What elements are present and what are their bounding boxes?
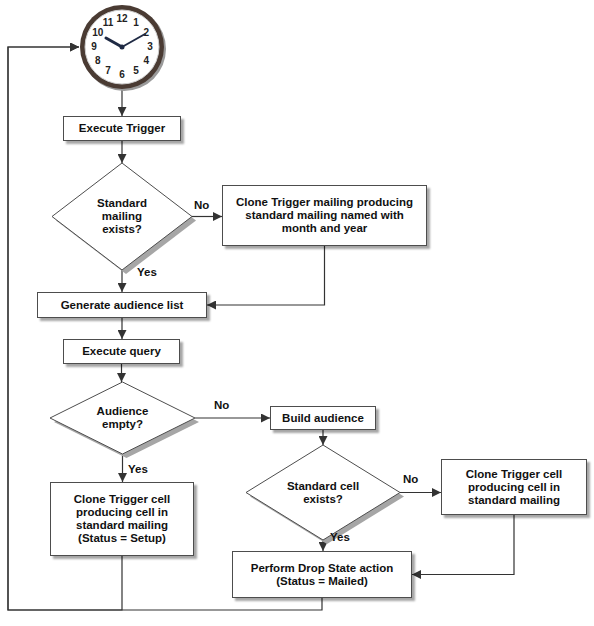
clock-number: 3 [147, 42, 153, 52]
clock-number: 4 [143, 56, 149, 66]
text-area: Clone Trigger cell producing cell in sta… [442, 460, 586, 514]
flow-arrow [322, 430, 323, 445]
clock-number: 7 [105, 66, 111, 76]
node-text: Clone Trigger cell producing cell in sta… [448, 468, 580, 507]
clock-number: 11 [103, 18, 114, 28]
text-area: Clone Trigger cell producing cell in sta… [51, 483, 193, 555]
decision-diamond: Standard mailing exists? [52, 163, 192, 270]
clock-number: 12 [116, 14, 127, 24]
node-text: Standard cell exists? [283, 480, 363, 506]
hour-hand [106, 38, 122, 47]
clock-number: 9 [91, 42, 97, 52]
text-area: Standard cell exists? [246, 445, 400, 540]
flow-arrow [121, 270, 122, 292]
diamond-shape [52, 163, 192, 270]
node-text: Generate audience list [61, 299, 184, 312]
text-area: Clone Trigger mailing producing standard… [223, 186, 426, 245]
node-text: Standard mailing exists? [82, 197, 162, 236]
edge-label: No [194, 199, 209, 212]
edge-label: No [403, 473, 418, 486]
process-box: Execute query [63, 339, 180, 364]
edge-label: Yes [137, 266, 157, 279]
flow-arrow [121, 141, 122, 163]
edge-label: Yes [128, 463, 148, 476]
node-text: Build audience [282, 412, 364, 425]
node-text: Audience empty? [88, 405, 158, 431]
node-text: Execute Trigger [79, 122, 165, 135]
flow-arrow [122, 454, 123, 482]
flow-arrow [121, 318, 122, 339]
process-box: Generate audience list [37, 292, 207, 318]
flow-arrow [121, 90, 122, 116]
clock-face [85, 10, 159, 84]
decision-diamond: Audience empty? [50, 382, 195, 454]
clock-number: 6 [119, 70, 125, 80]
flow-arrow [8, 47, 322, 610]
edge-label: Yes [330, 531, 350, 544]
clock-number: 1 [133, 18, 139, 28]
flow-arrow [207, 246, 325, 305]
edge-label: No [214, 399, 229, 412]
text-area: Generate audience list [38, 293, 206, 317]
flow-arrow [412, 515, 514, 575]
process-box: Build audience [270, 406, 376, 430]
process-box: Perform Drop State action (Status = Mail… [232, 551, 412, 598]
clock-icon: 12 12 3 45678 9 1011 [79, 4, 165, 90]
diamond-shape [50, 382, 195, 454]
clock-number: 5 [133, 66, 139, 76]
diamond-shape [246, 445, 400, 540]
text-area: Audience empty? [50, 382, 195, 454]
text-area: Build audience [271, 407, 375, 429]
text-area: Execute Trigger [64, 117, 180, 140]
process-box: Execute Trigger [63, 116, 181, 141]
text-area: Execute query [64, 340, 179, 363]
node-text: Clone Trigger mailing producing standard… [236, 196, 414, 235]
flow-arrow [195, 417, 270, 418]
clock-number: 10 [92, 28, 103, 38]
clock-bezel [80, 5, 164, 89]
text-area: Standard mailing exists? [52, 163, 192, 270]
flow-arrow [400, 492, 441, 493]
clock-pivot [120, 45, 125, 50]
minute-hand [122, 34, 145, 47]
text-area: Perform Drop State action (Status = Mail… [233, 552, 411, 597]
node-text: Execute query [82, 345, 161, 358]
process-box: Clone Trigger cell producing cell in sta… [50, 482, 194, 556]
decision-diamond: Standard cell exists? [246, 445, 400, 540]
node-text: Clone Trigger cell producing cell in sta… [57, 493, 187, 545]
clock-number: 8 [95, 56, 101, 66]
flow-arrow [192, 216, 222, 217]
node-text: Perform Drop State action (Status = Mail… [240, 562, 405, 588]
process-box: Clone Trigger cell producing cell in sta… [441, 459, 587, 515]
process-box: Clone Trigger mailing producing standard… [222, 185, 427, 246]
flow-arrow [121, 364, 122, 382]
clock-number: 2 [143, 28, 149, 38]
